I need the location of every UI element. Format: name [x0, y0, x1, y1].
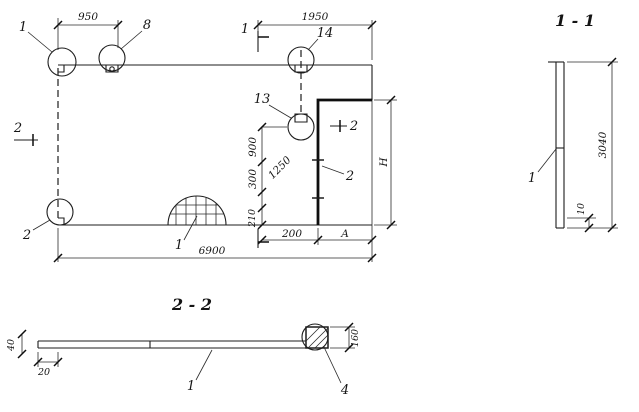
dim-160-label: 160 [350, 329, 361, 347]
callout-edge-label: 2 [345, 169, 354, 184]
plan-opening-edge [312, 98, 372, 225]
dim-200-label: 200 [281, 228, 302, 240]
section-1-1-view: 1 - 1 3040 10 1 [528, 11, 618, 233]
section-mark-1-top-label: 1 [241, 22, 249, 37]
dim-6900-label: 6900 [199, 245, 226, 257]
dim-40-label: 40 [6, 339, 17, 352]
section-2-2-panel [37, 326, 329, 349]
callout-circle-loop-right [287, 46, 315, 74]
callout-circle-loop-mid [287, 113, 315, 141]
dim-210-label: 210 [247, 209, 258, 228]
callout-corner-tl-label: 1 [19, 20, 27, 35]
loop-right-icon [294, 65, 308, 73]
callout-corner-bl-label: 2 [22, 228, 31, 243]
dome-outline [167, 195, 227, 226]
section-1-1-panel-callout: 1 [528, 171, 536, 186]
section-2-2-title: 2 - 2 [171, 295, 212, 314]
dome-callout-label: 1 [175, 238, 183, 253]
plan-callouts: 1 8 14 13 2 2 [19, 18, 354, 243]
callout-circle-corner-4 [301, 323, 329, 351]
dim-300-label: 300 [247, 169, 259, 189]
section-1-1-dimensions: 3040 10 [567, 57, 618, 233]
dim-3040-label: 3040 [597, 131, 609, 158]
plan-lifting-loops [105, 65, 308, 123]
section-2-2-view: 2 - 2 160 20 [6, 295, 361, 398]
dim-1250-label: 1250 [266, 154, 294, 182]
section-mark-2-left-label: 2 [13, 121, 22, 136]
plan-view: 1 950 1950 900 300 [13, 11, 397, 263]
loop-top-icon [105, 65, 119, 73]
section-2-2-corner-callout: 4 [340, 383, 349, 398]
plan-panel-outline [57, 64, 373, 228]
callout-circle-loop-top [98, 44, 126, 72]
dim-950-label: 950 [78, 11, 98, 23]
dim-10-label: 10 [576, 203, 587, 215]
plan-dome: 1 [167, 195, 227, 253]
section-2-2-panel-callout: 1 [187, 379, 195, 394]
section-2-2-callouts: 4 1 [187, 323, 349, 398]
dim-20-label: 20 [37, 367, 50, 378]
callout-loop-mid-label: 13 [254, 92, 271, 107]
callout-loop-top-label: 8 [143, 18, 151, 33]
callout-loop-right-label: 14 [317, 26, 334, 41]
dim-A-label: A [340, 228, 349, 240]
section-2-2-dimensions: 160 20 40 [6, 322, 361, 378]
section-mark-2-right-label: 2 [349, 119, 358, 134]
plan-section-marks: 1 2 2 [13, 22, 358, 248]
section-1-1-panel [548, 61, 565, 229]
dim-900-label: 900 [247, 137, 259, 157]
callout-circle-corner-tl [47, 47, 77, 77]
dim-1950-label: 1950 [302, 11, 329, 23]
dome-hatch [168, 196, 226, 225]
section-1-1-title: 1 - 1 [555, 11, 595, 30]
callout-circle-corner-bl [46, 198, 74, 226]
dim-H-label: H [378, 157, 390, 168]
